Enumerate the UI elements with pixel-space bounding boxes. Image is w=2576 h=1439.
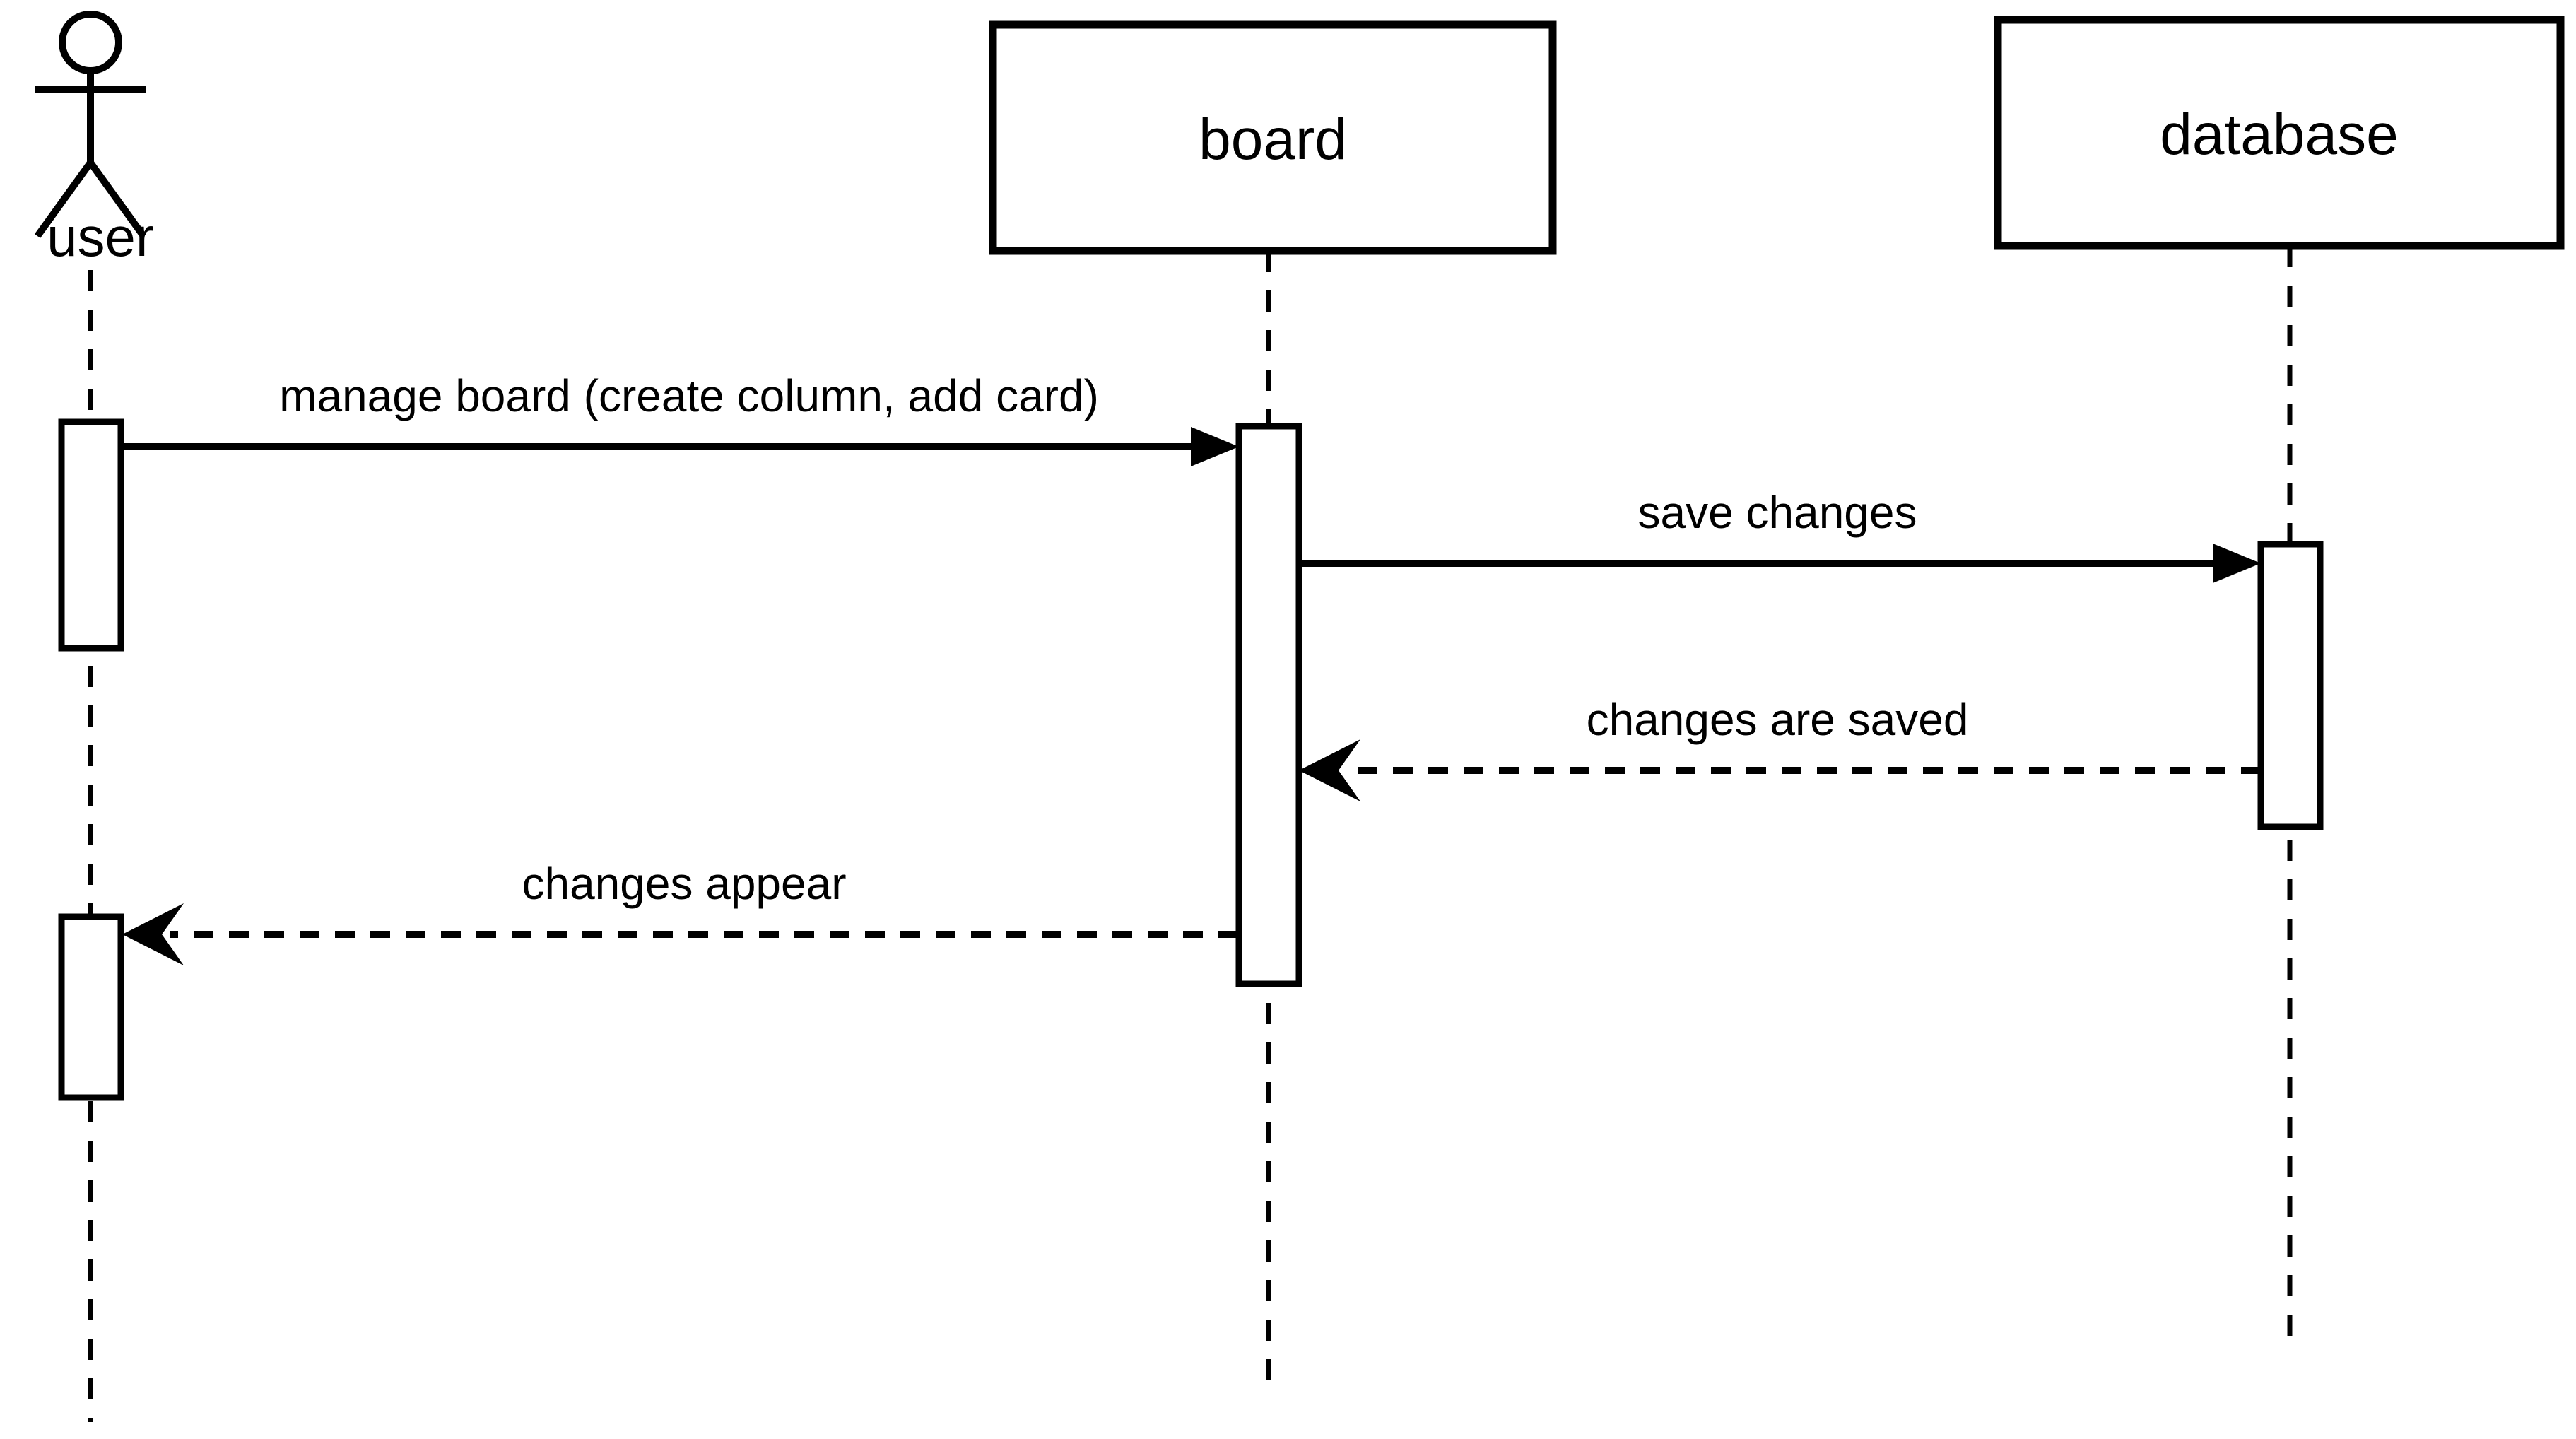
participant-box-board (989, 20, 1557, 255)
participant-label-user: user (47, 206, 154, 268)
message-manage-board: manage board (create column, add card) (122, 370, 1239, 466)
actor-head (59, 11, 122, 74)
message-label-changes-appear: changes appear (522, 858, 846, 909)
participant-label-database: database (2160, 102, 2398, 167)
participant-label-board: board (1199, 107, 1347, 172)
message-label-save-changes: save changes (1638, 487, 1917, 538)
actor-leg-left (34, 160, 94, 238)
arrowhead-left-icon (1299, 739, 1360, 801)
message-label-changes-are-saved: changes are saved (1587, 694, 1969, 745)
message-save-changes: save changes (1299, 487, 2261, 583)
arrowhead-right-icon (2213, 544, 2261, 583)
arrowhead-left-icon (122, 903, 184, 965)
actor-leg-right (87, 160, 147, 238)
activation-bar-user-1 (58, 418, 124, 652)
activation-bar-database (2257, 541, 2324, 830)
activation-bar-user-2 (58, 913, 124, 1101)
activation-bar-board (1235, 423, 1302, 987)
actor-user: user (34, 11, 154, 268)
participant-box-database (1994, 16, 2565, 250)
message-label-manage-board: manage board (create column, add card) (279, 370, 1099, 421)
message-changes-appear: changes appear (122, 858, 1238, 965)
participant-database: database (1994, 16, 2565, 250)
participant-board: board (989, 20, 1557, 255)
arrowhead-right-icon (1191, 427, 1239, 466)
message-changes-are-saved: changes are saved (1299, 694, 2261, 801)
stick-figure-icon (34, 11, 147, 238)
